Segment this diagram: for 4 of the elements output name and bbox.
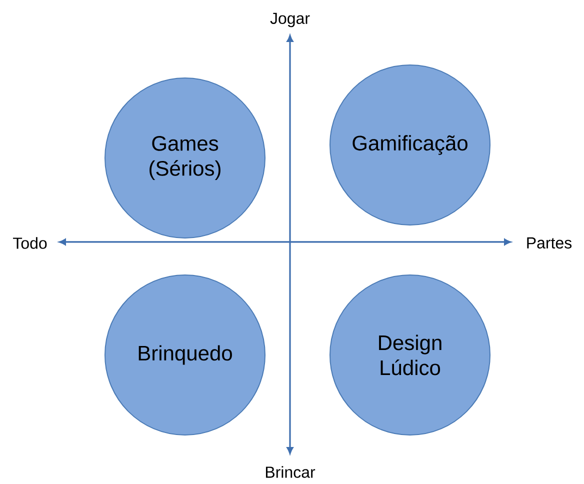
axis-label: Jogar xyxy=(270,12,310,28)
axis-label: Todo xyxy=(13,237,47,249)
axis-label: Partes xyxy=(527,237,572,249)
axis-label: Brincar xyxy=(266,466,316,478)
